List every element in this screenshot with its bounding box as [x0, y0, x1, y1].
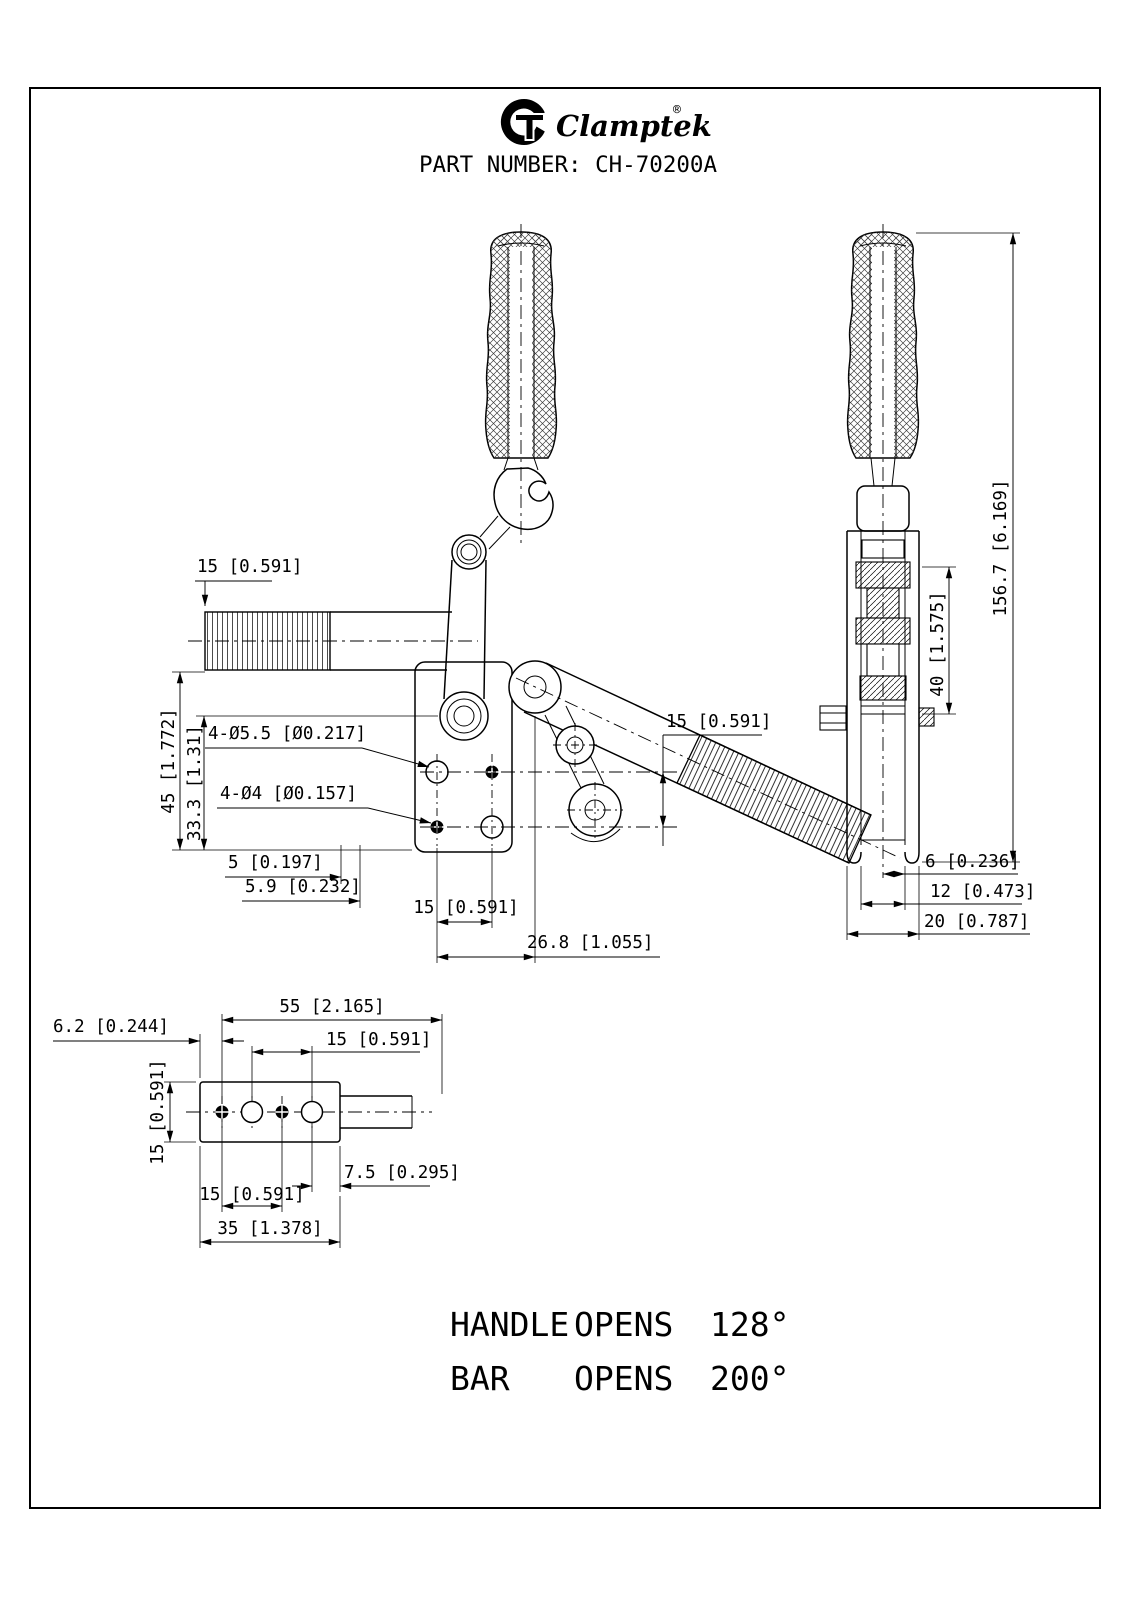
front-link	[439, 534, 489, 741]
side-dimensions: 40 [1.575] 156.7 [6.169] 6 [0.236]	[846, 232, 1035, 940]
dim-text: 12 [0.473]	[930, 882, 1035, 902]
dim-text: 6.2 [0.244]	[53, 1017, 169, 1037]
side-mount-bolt	[819, 705, 847, 731]
dim-text: 15 [0.591]	[199, 1185, 304, 1205]
dim-side-overall-height: 156.7 [6.169]	[916, 232, 1020, 863]
dim-text: 156.7 [6.169]	[991, 480, 1011, 617]
note-bar-value: 200°	[710, 1359, 789, 1398]
dim-text: 6 [0.236]	[925, 852, 1020, 872]
dim-text: 26.8 [1.055]	[527, 933, 653, 953]
part-number: PART NUMBER: CH-70200A	[419, 152, 717, 178]
front-dimensions: 15 [0.591] 45 [1.772] 33.3 [1.31] 4-Ø5.5…	[159, 557, 771, 963]
note-bar-item: BAR	[450, 1359, 510, 1398]
dim-text: 20 [0.787]	[924, 912, 1029, 932]
brand-name: Clamptek	[556, 109, 712, 143]
dim-text: 35 [1.378]	[217, 1219, 322, 1239]
dim-text: 15 [0.591]	[326, 1030, 431, 1050]
front-centerlines	[188, 224, 901, 859]
side-stud	[918, 707, 935, 727]
dim-base-hole-spacing-bottom: 15 [0.591]	[199, 1122, 305, 1212]
dim-front-thread-length: 15 [0.591]	[195, 557, 302, 607]
dim-text: 45 [1.772]	[159, 708, 179, 813]
dim-text: 15 [0.591]	[148, 1059, 168, 1164]
dim-base-edge-offset: 6.2 [0.244]	[53, 1017, 244, 1078]
front-handle-head	[479, 467, 554, 550]
dim-front-height-45: 45 [1.772]	[159, 671, 412, 851]
dim-front-holes-large: 4-Ø5.5 [Ø0.217]	[205, 724, 430, 768]
dim-text: 4-Ø5.5 [Ø0.217]	[208, 724, 366, 744]
notes: HANDLE OPENS 128° BAR OPENS 200°	[450, 1305, 789, 1398]
dim-text: 7.5 [0.295]	[344, 1163, 460, 1183]
dim-text: 55 [2.165]	[279, 997, 384, 1017]
dim-base-plate-length: 35 [1.378]	[199, 1146, 341, 1248]
header: Clamptek ® PART NUMBER: CH-70200A	[419, 99, 717, 178]
note-handle-value: 128°	[710, 1305, 789, 1344]
dim-base-plate-width: 15 [0.591]	[148, 1059, 196, 1165]
dim-front-offset-5-9: 5.9 [0.232]	[242, 845, 361, 908]
dim-base-end-offset: 7.5 [0.295]	[292, 1122, 460, 1192]
dim-text: 5 [0.197]	[228, 853, 323, 873]
front-view: 15 [0.591] 45 [1.772] 33.3 [1.31] 4-Ø5.5…	[159, 224, 901, 963]
dim-text: 33.3 [1.31]	[185, 725, 205, 841]
dim-front-hole-spacing: 15 [0.591]	[413, 848, 519, 963]
dim-base-hole-spacing-top: 15 [0.591]	[251, 1030, 431, 1098]
note-handle-action: OPENS	[574, 1305, 673, 1344]
base-dimensions: 55 [2.165] 6.2 [0.244] 15 [0.591] 1	[53, 997, 460, 1248]
dim-side-width-6: 6 [0.236]	[846, 852, 1020, 940]
dim-front-holes-small: 4-Ø4 [Ø0.157]	[217, 784, 432, 824]
dim-side-width-12: 12 [0.473]	[860, 882, 1035, 908]
bottom-view: 55 [2.165] 6.2 [0.244] 15 [0.591] 1	[53, 997, 460, 1248]
dim-text: 4-Ø4 [Ø0.157]	[220, 784, 357, 804]
dim-text: 15 [0.591]	[413, 898, 518, 918]
note-handle-item: HANDLE	[450, 1305, 569, 1344]
dim-text: 15 [0.591]	[666, 712, 771, 732]
registered-mark: ®	[673, 103, 681, 118]
dim-text: 40 [1.575]	[928, 591, 948, 696]
dim-side-width-20: 20 [0.787]	[846, 912, 1030, 938]
clamptek-logo-icon	[500, 99, 545, 145]
base-holes	[215, 1100, 324, 1124]
dim-front-bar-offset: 26.8 [1.055]	[436, 716, 660, 963]
dim-front-offset-5: 5 [0.197]	[225, 845, 342, 884]
side-view: 40 [1.575] 156.7 [6.169] 6 [0.236]	[819, 224, 1035, 940]
dim-base-overall-length: 55 [2.165]	[221, 997, 443, 1104]
dim-text: 5.9 [0.232]	[245, 877, 361, 897]
note-bar-action: OPENS	[574, 1359, 673, 1398]
sheet-border	[29, 87, 1101, 1509]
dim-side-body-height: 40 [1.575]	[922, 566, 956, 715]
dim-front-bar-spacing: 15 [0.591]	[659, 712, 771, 846]
dim-text: 15 [0.591]	[197, 557, 302, 577]
dim-front-height-33: 33.3 [1.31]	[185, 715, 438, 851]
